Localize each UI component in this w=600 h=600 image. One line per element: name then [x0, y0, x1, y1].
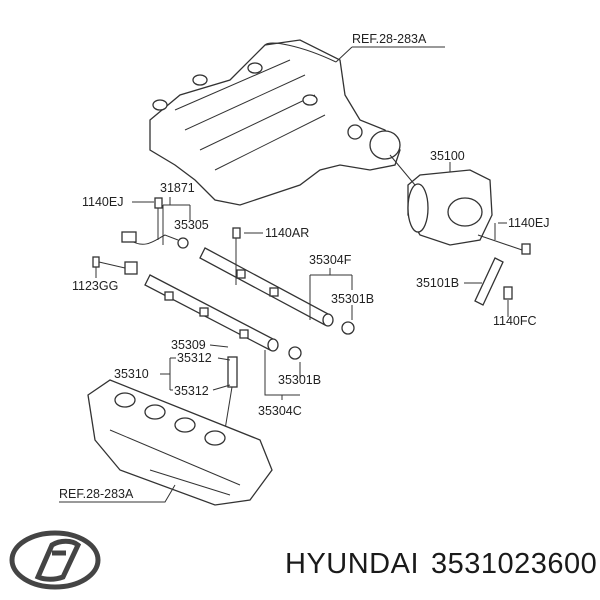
label-35301b-upper: 35301B — [331, 292, 374, 306]
ref-label-bottom: REF.28-283A — [59, 487, 134, 501]
ref-label-top: REF.28-283A — [352, 32, 427, 46]
part-caption: HYUNDAI 3531023600 — [285, 548, 600, 581]
label-35309: 35309 — [171, 338, 206, 352]
label-35304f: 35304F — [309, 253, 352, 267]
label-35301b-lower: 35301B — [278, 373, 321, 387]
part-number: 3531023600 — [431, 548, 598, 580]
upper-intake-manifold — [149, 39, 401, 206]
label-1140ej-right: 1140EJ — [508, 216, 549, 230]
throttle-body — [389, 154, 493, 246]
leader-ref-top — [264, 42, 445, 63]
label-35312-top: 35312 — [177, 351, 212, 365]
injector-icon — [227, 356, 238, 388]
plug-upper-icon — [341, 321, 355, 335]
fuel-hose-assembly — [121, 231, 189, 275]
label-31871: 31871 — [160, 181, 195, 195]
label-35100: 35100 — [430, 149, 465, 163]
bolt-left-icon — [154, 197, 163, 209]
lower-intake-manifold — [87, 379, 273, 506]
bolt-1123-icon — [92, 256, 100, 268]
label-1140ej-left: 1140EJ — [82, 195, 123, 209]
label-35304c: 35304C — [258, 404, 302, 418]
bolt-bracket-icon — [503, 286, 513, 300]
label-35312-bottom: 35312 — [174, 384, 209, 398]
label-35305: 35305 — [174, 218, 209, 232]
plug-lower-icon — [288, 346, 302, 360]
fuel-rail-front — [199, 247, 334, 327]
bracket-35101b — [474, 257, 504, 306]
label-35101b: 35101B — [416, 276, 459, 290]
bolt-rail-icon — [232, 227, 241, 239]
fuel-rail-rear — [144, 274, 279, 352]
bolt-right-icon — [521, 243, 531, 255]
label-1140fc: 1140FC — [493, 314, 537, 328]
brand-name: HYUNDAI — [285, 548, 420, 580]
label-1140ar: 1140AR — [265, 226, 309, 240]
leader-ref-bottom — [59, 484, 176, 503]
label-35310: 35310 — [114, 367, 149, 381]
hyundai-logo — [9, 530, 101, 590]
label-1123gg: 1123GG — [72, 279, 118, 293]
